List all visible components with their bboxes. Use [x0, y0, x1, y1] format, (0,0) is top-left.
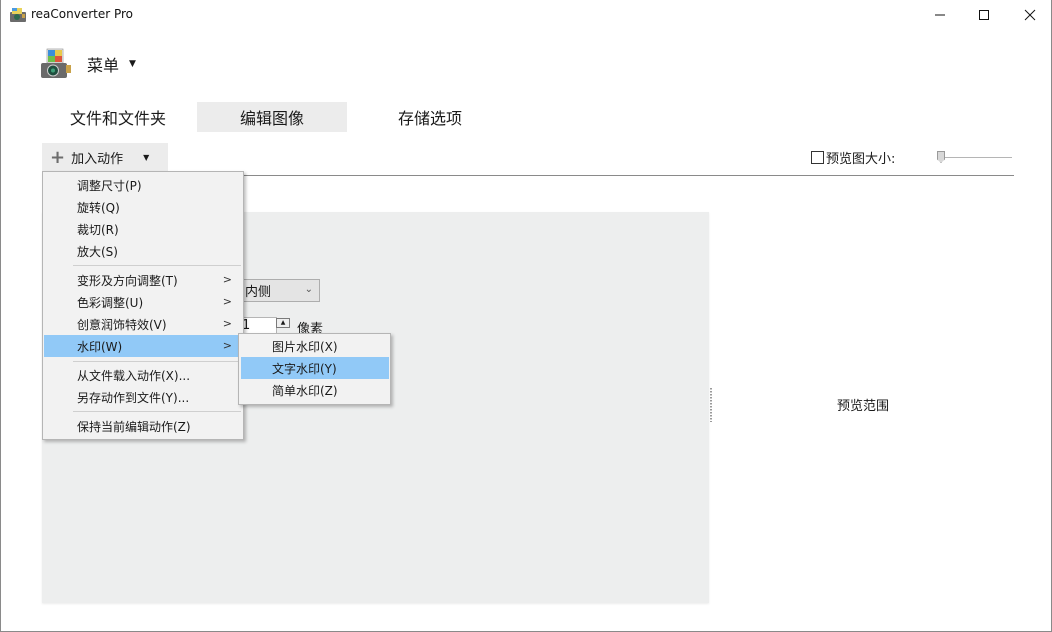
menu-item-label: 文字水印(Y) [272, 361, 337, 376]
watermark-submenu: 图片水印(X) 文字水印(Y) 简单水印(Z) [238, 333, 391, 405]
submenu-item-image-watermark[interactable]: 图片水印(X) [241, 335, 389, 357]
maximize-icon [979, 10, 989, 20]
minimize-icon [935, 14, 945, 16]
main-menu-button[interactable]: 菜单 ▼ [39, 46, 149, 82]
chevron-right-icon: > [222, 295, 232, 308]
maximize-button[interactable] [961, 0, 1007, 30]
menu-item-enlarge[interactable]: 放大(S) [44, 240, 242, 262]
menu-item-label: 从文件载入动作(X)... [77, 368, 191, 383]
chevron-right-icon: > [222, 339, 232, 352]
menu-item-label: 水印(W) [77, 339, 123, 354]
slider-track [940, 157, 1012, 158]
minimize-button[interactable] [917, 0, 963, 30]
menu-item-label: 变形及方向调整(T) [77, 273, 178, 288]
add-action-button[interactable]: + 加入动作 ▼ [42, 143, 168, 172]
plus-icon: + [50, 146, 66, 168]
menu-item-label: 保持当前编辑动作(Z) [77, 419, 191, 434]
menu-item-watermark[interactable]: 水印(W) > [44, 335, 242, 357]
chevron-right-icon: > [222, 273, 232, 286]
main-tabs: 文件和文件夹 编辑图像 存储选项 [47, 102, 505, 132]
menu-item-label: 图片水印(X) [272, 339, 338, 354]
menu-item-label: 放大(S) [77, 244, 118, 259]
menu-item-label: 调整尺寸(P) [77, 178, 142, 193]
menu-item-load-actions[interactable]: 从文件载入动作(X)... [44, 364, 242, 386]
menu-item-color-adjust[interactable]: 色彩调整(U) > [44, 291, 242, 313]
preview-size-label: 预览图大小: [826, 152, 896, 167]
title-bar: reaConverter Pro [1, 0, 1051, 32]
menu-item-resize[interactable]: 调整尺寸(P) [44, 174, 242, 196]
menu-item-creative-effects[interactable]: 创意润饰特效(V) > [44, 313, 242, 335]
panel-splitter[interactable] [710, 388, 712, 422]
combo-value: 内侧 [245, 285, 272, 300]
menu-item-save-actions[interactable]: 另存动作到文件(Y)... [44, 386, 242, 408]
menu-item-keep-actions[interactable]: 保持当前编辑动作(Z) [44, 415, 242, 437]
chevron-down-icon: ▼ [129, 59, 136, 69]
menu-item-label: 色彩调整(U) [77, 295, 144, 310]
menu-item-label: 旋转(Q) [77, 200, 120, 215]
menu-separator [73, 361, 241, 362]
toolbar-divider [42, 175, 1014, 176]
close-button[interactable] [1007, 0, 1052, 30]
spin-up-button[interactable]: ▲ [276, 318, 290, 328]
menu-item-rotate[interactable]: 旋转(Q) [44, 196, 242, 218]
submenu-item-text-watermark[interactable]: 文字水印(Y) [241, 357, 389, 379]
menu-separator [73, 265, 241, 266]
chevron-right-icon: > [222, 317, 232, 330]
add-action-dropdown: 调整尺寸(P) 旋转(Q) 裁切(R) 放大(S) 变形及方向调整(T) > 色彩… [42, 171, 244, 440]
slider-thumb[interactable] [937, 151, 945, 163]
menu-item-label: 另存动作到文件(Y)... [77, 390, 190, 405]
window-title: reaConverter Pro [31, 7, 134, 21]
menu-item-transform[interactable]: 变形及方向调整(T) > [44, 269, 242, 291]
add-action-label: 加入动作 [71, 152, 124, 167]
menu-item-crop[interactable]: 裁切(R) [44, 218, 242, 240]
menu-item-label: 创意润饰特效(V) [77, 317, 167, 332]
preview-size-control: 预览图大小: [811, 148, 895, 167]
chevron-down-icon: ▼ [143, 153, 150, 162]
menu-item-label: 裁切(R) [77, 222, 119, 237]
preview-size-slider[interactable] [936, 150, 1012, 164]
app-icon [10, 8, 26, 22]
tab-files-and-folders[interactable]: 文件和文件夹 [69, 109, 166, 128]
close-icon [1024, 9, 1036, 21]
preview-area-label: 预览范围 [837, 399, 890, 414]
menu-item-label: 简单水印(Z) [272, 383, 338, 398]
submenu-item-simple-watermark[interactable]: 简单水印(Z) [241, 379, 389, 401]
app-logo-icon [41, 48, 71, 78]
menu-separator [73, 411, 241, 412]
chevron-down-icon: ⌄ [304, 284, 313, 295]
position-combobox[interactable]: 内侧 ⌄ [241, 279, 320, 302]
tab-edit-images[interactable]: 编辑图像 [197, 102, 347, 132]
main-menu-label: 菜单 [87, 56, 120, 75]
tab-saving-options[interactable]: 存储选项 [397, 109, 462, 128]
preview-size-checkbox[interactable] [811, 151, 824, 164]
